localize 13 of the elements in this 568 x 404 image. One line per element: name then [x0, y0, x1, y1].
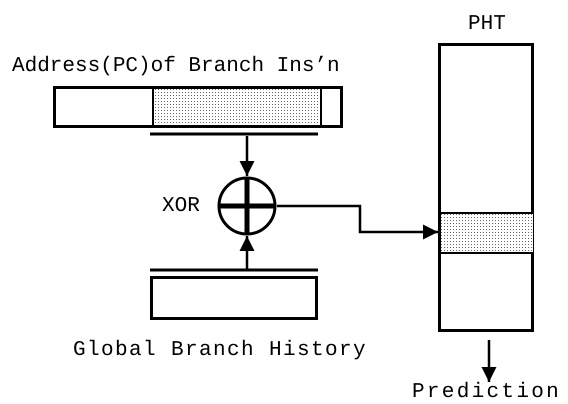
register-box [53, 86, 343, 128]
operator-label: XOR [162, 196, 200, 217]
arrow [240, 236, 254, 270]
register-label: Global Branch History [73, 340, 368, 361]
arrow [277, 204, 438, 240]
table-title: PHT [468, 14, 506, 35]
arrow [482, 340, 496, 382]
table-box [438, 43, 534, 332]
shaded-entry [441, 212, 533, 254]
register-label: Address(PC)of Branch Ins’n [12, 56, 340, 77]
output-label: Prediction [412, 382, 562, 403]
arrow [240, 136, 254, 176]
register-box [150, 276, 318, 320]
